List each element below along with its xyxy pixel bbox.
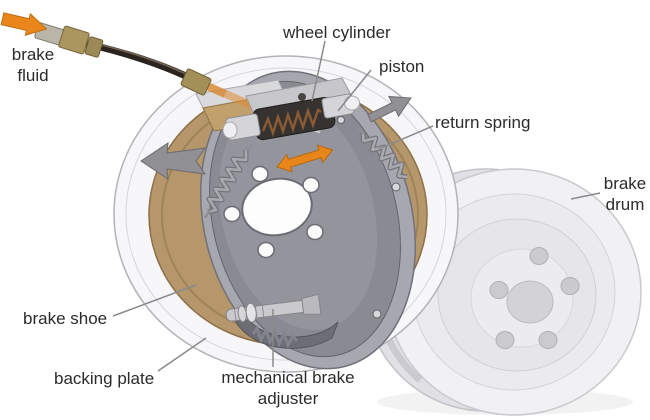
- hub-hole: [241, 177, 313, 237]
- wheel-cylinder-illustration: [222, 77, 360, 141]
- shoe-force-arrow-right: [367, 95, 412, 123]
- cylinder-spring: [261, 107, 322, 137]
- brake-hose-illustration: [34, 22, 264, 114]
- plate-lug-holes: [223, 165, 324, 259]
- label-mechanical-brake-adjuster: mechanical brake adjuster: [221, 368, 355, 408]
- adjuster-spring: [251, 324, 299, 349]
- brake-fluid-flow-arrow: [0, 12, 48, 37]
- leader-lines: [112, 40, 601, 372]
- leader-brake-drum: [570, 192, 601, 200]
- leader-piston: [337, 69, 372, 112]
- label-brake-fluid: brake fluid: [11, 45, 55, 85]
- piston-motion-arrow: [276, 144, 334, 173]
- leader-wheel-cylinder: [311, 40, 326, 102]
- return-spring-right-illustration: [357, 127, 408, 180]
- label-backing-plate: backing plate: [54, 369, 155, 388]
- backing-plate-illustration: [113, 55, 459, 373]
- drum-center-bore: [506, 280, 554, 324]
- label-wheel-cylinder: wheel cylinder: [283, 23, 391, 42]
- leader-backing-plate: [157, 337, 207, 372]
- label-piston: piston: [379, 57, 425, 76]
- label-brake-shoe: brake shoe: [23, 309, 108, 328]
- shoe-force-arrow-left: [140, 141, 207, 181]
- label-return-spring: return spring: [435, 113, 531, 132]
- return-spring-left-illustration: [203, 143, 254, 219]
- drum-lug-holes: [489, 247, 580, 349]
- label-brake-drum: brake drum: [603, 174, 647, 214]
- leader-return-spring: [378, 125, 434, 150]
- leader-brake-shoe: [112, 284, 197, 317]
